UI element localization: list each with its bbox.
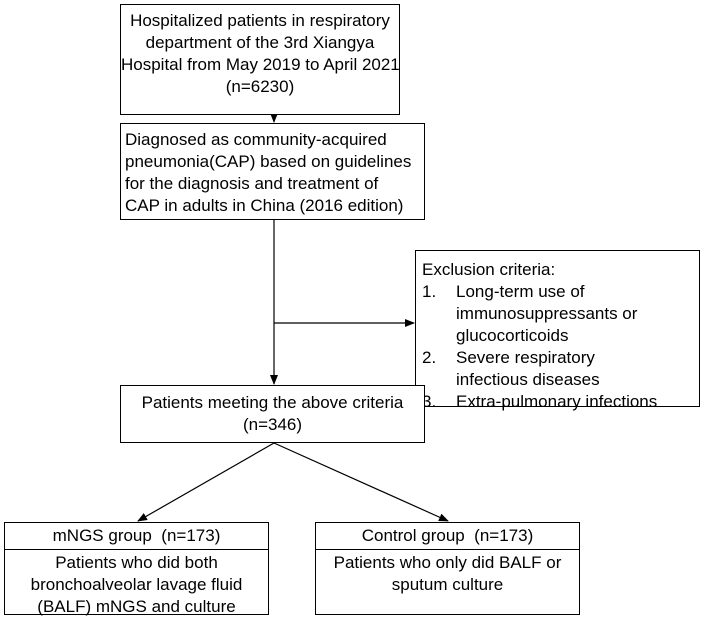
exclusion-item-1-line-1: Long-term use of [456,282,585,301]
box1-line-1: Hospitalized patients in respiratory [130,11,390,30]
mngs-line-3: (BALF) mNGS and culture [37,597,236,616]
exclusion-item-1-line-2: immunosuppressants or [456,304,638,323]
exclusion-item-1-line-3: glucocorticoids [456,326,569,345]
exclusion-item-3: 3. Extra-pulmonary infections [422,391,693,413]
mngs-line-1: Patients who did both [55,553,218,572]
exclusion-item-2-line-1: Severe respiratory [456,348,595,367]
mngs-group-description: Patients who did both bronchoalveolar la… [5,550,268,618]
mngs-group-box: mNGS group (n=173) Patients who did both… [4,522,269,618]
control-line-2: sputum culture [391,575,504,594]
exclusion-item-3-line-1: Extra-pulmonary infections [456,392,658,411]
box2-line-2: pneumonia(CAP) based on guidelines [125,152,412,171]
control-group-header: Control group (n=173) [316,523,579,550]
exclusion-item-2-number: 2. [422,348,437,367]
mngs-line-2: bronchoalveolar lavage fluid [30,575,243,594]
exclusion-item-1-number: 1. [422,282,437,301]
criteria-met-box: Patients meeting the above criteria (n=3… [120,385,425,443]
control-group-box: Control group (n=173) Patients who only … [315,522,580,615]
control-group-description: Patients who only did BALF or sputum cul… [316,550,579,596]
hospitalized-patients-box: Hospitalized patients in respiratory dep… [120,4,400,115]
control-line-1: Patients who only did BALF or [333,553,562,572]
arrow-to-mngs [137,442,275,522]
cap-diagnosis-box: Diagnosed as community-acquired pneumoni… [120,123,425,220]
exclusion-item-2-line-2: infectious diseases [456,370,600,389]
box2-line-3: for the diagnosis and treatment of [125,174,379,193]
box2-line-1: Diagnosed as community-acquired [125,130,387,149]
box2-line-4: CAP in adults in China (2016 edition) [125,196,404,215]
exclusion-item-2: 2. Severe respiratory infectious disease… [422,347,693,391]
arrow-to-control [273,442,449,522]
mngs-group-header: mNGS group (n=173) [5,523,268,550]
exclusion-item-1: 1. Long-term use of immunosuppressants o… [422,281,693,347]
box1-line-4: (n=6230) [225,77,295,96]
exclusion-title: Exclusion criteria: [422,260,556,279]
exclusion-criteria-box: Exclusion criteria: 1. Long-term use of … [415,250,700,411]
box4-line-1: Patients meeting the above criteria [141,393,404,412]
exclusion-item-3-number: 3. [422,392,437,411]
box1-line-2: department of the 3rd Xiangya [145,33,375,52]
box1-line-3: Hospital from May 2019 to April 2021 [121,55,400,74]
box4-line-2: (n=346) [242,415,303,434]
